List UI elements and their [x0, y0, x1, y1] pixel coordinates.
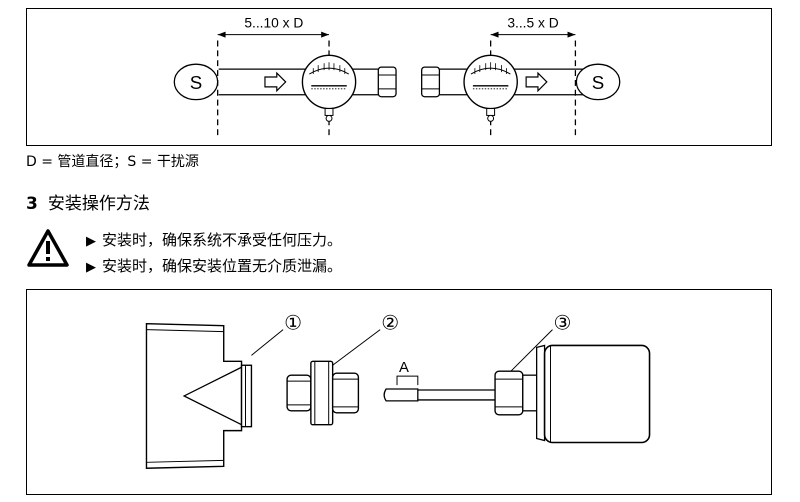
assembly-diagram-svg: A ① ② ③	[145, 313, 651, 469]
callout-line-3	[510, 329, 553, 372]
source-symbol-left: S	[190, 72, 203, 93]
warning-text-1: 安装时，确保系统不承受任何压力。	[102, 231, 343, 249]
dim-label-left: 5...10 x D	[244, 16, 303, 31]
callout-2: ②	[381, 313, 399, 335]
dim-arrow-left-start	[217, 31, 226, 38]
nut-left	[377, 66, 397, 98]
warning-item-1: ▶ 安装时，确保系统不承受任何压力。	[86, 229, 342, 250]
source-symbol-right: S	[592, 72, 605, 93]
callout-1: ①	[284, 313, 302, 335]
bullet-triangle-icon: ▶	[86, 260, 96, 275]
warning-text-2: 安装时，确保安装位置无介质泄漏。	[102, 257, 343, 275]
adapter-fitting-icon	[286, 360, 360, 426]
source-circle-right	[575, 63, 621, 101]
dim-arrow-right-start	[490, 31, 499, 38]
callout-line-1	[251, 329, 284, 356]
flow-arrow-right-icon	[525, 71, 548, 93]
warning-triangle-icon	[27, 229, 69, 267]
dim-arrow-right-end	[567, 31, 576, 38]
source-circle-left	[173, 63, 219, 101]
warning-item-2: ▶ 安装时，确保安装位置无介质泄漏。	[86, 255, 342, 276]
label-a: A	[399, 360, 409, 376]
callout-3: ③	[554, 313, 572, 335]
sensor-right-icon	[463, 54, 518, 122]
nut-right	[421, 66, 441, 98]
sensor-left-icon	[301, 54, 357, 122]
section-title: 安装操作方法	[47, 194, 150, 214]
section-number: 3	[26, 194, 38, 214]
figure-caption: D = 管道直径；S = 干扰源	[26, 154, 199, 170]
dim-label-right: 3...5 x D	[507, 16, 558, 31]
label-a-bracket	[396, 375, 419, 386]
probe-tip-icon	[383, 388, 496, 402]
flow-arrow-left-icon	[264, 71, 287, 93]
bullet-triangle-icon: ▶	[86, 234, 96, 249]
flow-installation-diagram: 5...10 x D 3...5 x D S S	[26, 8, 772, 146]
section-heading: 3 安装操作方法	[26, 189, 150, 214]
assembly-diagram: A ① ② ③	[26, 289, 772, 495]
sensor-body-icon	[494, 344, 651, 444]
tee-fitting-icon	[145, 322, 253, 469]
dim-arrow-left-end	[321, 31, 330, 38]
callout-line-2	[332, 329, 381, 366]
flow-diagram-svg: 5...10 x D 3...5 x D S S	[173, 16, 621, 140]
